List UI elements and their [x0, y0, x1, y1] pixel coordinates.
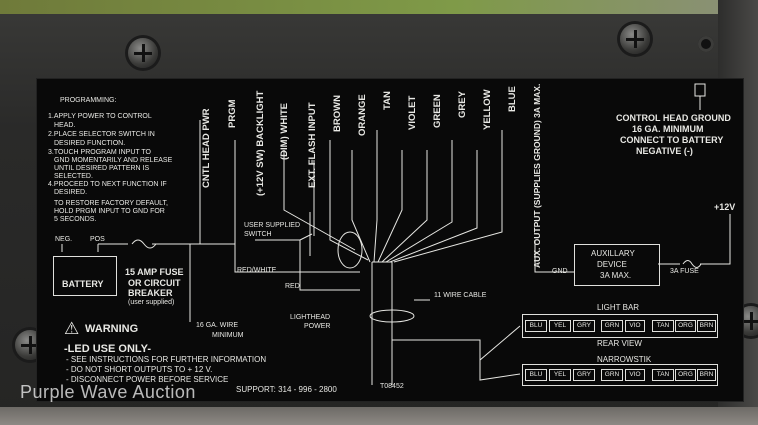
- wire-gauge-line: MINIMUM: [212, 332, 244, 339]
- red-white-label: RED/WHITE: [237, 267, 277, 274]
- step-line: 3.TOUCH PROGRAM INPUT TO: [48, 149, 151, 156]
- aux-device-line: AUXILLARY: [591, 249, 635, 258]
- step-line: 1.APPLY POWER TO CONTROL: [48, 113, 152, 120]
- mount-hole: [698, 36, 714, 52]
- restore-line: HOLD PRGM INPUT TO GND FOR: [54, 208, 165, 215]
- programming-title: PROGRAMMING:: [60, 97, 117, 104]
- narrowstik-pin: VIO: [625, 369, 645, 381]
- warning-line: - DO NOT SHORT OUTPUTS TO + 12 V.: [66, 365, 213, 374]
- narrowstik-pin: BLU: [525, 369, 547, 381]
- lightbar-pin: VIO: [625, 320, 645, 332]
- support-phone: SUPPORT: 314 - 996 - 2800: [236, 385, 337, 394]
- narrowstik-pin: TAN: [652, 369, 674, 381]
- step-line: HEAD.: [54, 122, 76, 129]
- battery-symbol: [53, 256, 117, 296]
- step-line: GND MOMENTARILY AND RELEASE: [54, 157, 173, 164]
- part-number: T08452: [380, 383, 404, 390]
- warning-title: WARNING: [85, 323, 139, 335]
- narrowstik-pin: BRN: [697, 369, 716, 381]
- step-line: 4.PROCEED TO NEXT FUNCTION IF: [48, 181, 167, 188]
- step-line: DESIRED.: [54, 189, 88, 196]
- aux-fuse-label: 3A FUSE: [670, 268, 699, 275]
- plus12v-label: +12V: [714, 202, 736, 212]
- lightbar-connector: [522, 314, 718, 338]
- aux-device-line: 3A MAX.: [600, 271, 632, 280]
- lightbar-pin: YEL: [549, 320, 571, 332]
- lightbar-pin: ORG: [675, 320, 696, 332]
- aux-device-line: DEVICE: [597, 260, 627, 269]
- narrowstik-pin: GRN: [601, 369, 623, 381]
- battery-pos-label: POS: [90, 236, 105, 243]
- fuse-line: OR CIRCUIT: [128, 278, 181, 288]
- warning-led-only: -LED USE ONLY-: [64, 343, 151, 355]
- aux-device-box: [574, 244, 660, 286]
- battery-neg-label: NEG.: [55, 236, 73, 243]
- fuse-line: BREAKER: [128, 288, 173, 298]
- narrowstik-pin: ORG: [675, 369, 696, 381]
- lightbar-pin: BLU: [525, 320, 547, 332]
- screw-top-right: [620, 24, 650, 54]
- step-line: DESIRED FUNCTION.: [54, 140, 126, 147]
- lightbar-pin: GRN: [601, 320, 623, 332]
- narrowstik-pin: YEL: [549, 369, 571, 381]
- restore-line: 5 SECONDS.: [54, 216, 97, 223]
- floor: [0, 407, 758, 425]
- narrowstik-connector: [522, 364, 718, 386]
- ground-line: NEGATIVE (-): [636, 146, 693, 156]
- narrowstik-pin: GRY: [573, 369, 595, 381]
- background-strip: [0, 0, 758, 14]
- warning-triangle-icon: ⚠: [64, 319, 80, 338]
- wiring-label-panel: [36, 78, 744, 402]
- rear-view-label: REAR VIEW: [597, 339, 642, 348]
- switch-line: USER SUPPLIED: [244, 222, 301, 229]
- wire-gauge-line: 16 GA. WIRE: [196, 322, 239, 329]
- screw-top-left: [128, 38, 158, 68]
- switch-line: SWITCH: [244, 231, 272, 238]
- fuse-line: (user supplied): [128, 299, 175, 306]
- fuse-line: 15 AMP FUSE: [125, 267, 184, 277]
- step-line: 2.PLACE SELECTOR SWITCH IN: [48, 131, 155, 138]
- warning-line: - DISCONNECT POWER BEFORE SERVICE: [66, 375, 229, 384]
- lightbar-pin: TAN: [652, 320, 674, 332]
- battery-label: BATTERY: [62, 279, 104, 289]
- restore-line: TO RESTORE FACTORY DEFAULT,: [54, 200, 168, 207]
- step-line: UNTIL DESIRED PATTERN IS: [54, 165, 150, 172]
- lightbar-title: LIGHT BAR: [597, 303, 640, 312]
- ground-line: 16 GA. MINIMUM: [632, 124, 704, 134]
- step-line: SELECTED.: [54, 173, 93, 180]
- ground-line: CONNECT TO BATTERY: [620, 135, 724, 145]
- lighthead-line: POWER: [304, 323, 331, 330]
- lightbar-pin: GRY: [573, 320, 595, 332]
- warning-line: - SEE INSTRUCTIONS FOR FURTHER INFORMATI…: [66, 355, 267, 364]
- lightbar-pin: BRN: [697, 320, 716, 332]
- ground-line: CONTROL HEAD GROUND: [616, 113, 731, 123]
- red-label: RED: [285, 283, 300, 290]
- watermark: Purple Wave Auction: [20, 382, 196, 402]
- narrowstik-title: NARROWSTIK: [597, 355, 652, 364]
- cable-label: 11 WIRE CABLE: [434, 292, 487, 299]
- lighthead-line: LIGHTHEAD: [290, 314, 331, 321]
